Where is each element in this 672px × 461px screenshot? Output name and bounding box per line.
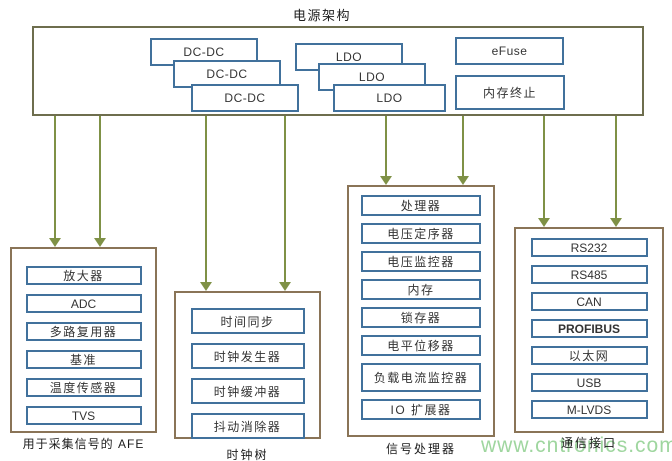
block-temperature-sensor: 温度传感器 — [25, 378, 142, 397]
block-processor: 处理器 — [361, 195, 481, 216]
diagram-title: 电源架构 — [292, 8, 351, 23]
arrow-to-afe-1 — [54, 116, 56, 238]
power-architecture-box — [32, 26, 644, 116]
arrow-to-signal-processor-2 — [462, 116, 464, 176]
block-multiplexer: 多路复用器 — [25, 322, 142, 341]
group-label-comm-interface: 通信接口 — [560, 436, 617, 450]
block-profibus: PROFIBUS — [530, 319, 648, 338]
arrow-to-comm-interface-2 — [615, 116, 617, 218]
group-label-clock-tree: 时钟树 — [226, 448, 269, 461]
block-ethernet: 以太网 — [530, 346, 648, 365]
block-io-expander: IO 扩展器 — [361, 399, 481, 420]
block-reference: 基准 — [25, 350, 142, 369]
memory-termination-block: 内存终止 — [455, 75, 565, 110]
watermark: www.cntronics.com — [481, 434, 672, 457]
block-jitter-cleaner: 抖动消除器 — [190, 413, 305, 439]
ldo-block-3: LDO — [333, 84, 446, 112]
block-voltage-sequencer: 电压定序器 — [361, 223, 481, 244]
group-comm-interface: RS232 RS485 CAN PROFIBUS 以太网 USB M-LVDS — [514, 227, 664, 433]
block-amplifier: 放大器 — [25, 266, 142, 285]
arrow-to-clock-tree-1 — [205, 116, 207, 282]
block-memory: 内存 — [361, 279, 481, 300]
group-signal-processor: 处理器 电压定序器 电压监控器 内存 锁存器 电平位移器 负载电流监控器 IO … — [347, 185, 495, 437]
block-clock-buffer: 时钟缓冲器 — [190, 378, 305, 404]
block-load-current-monitor: 负载电流监控器 — [361, 363, 481, 392]
block-latch: 锁存器 — [361, 307, 481, 328]
block-voltage-monitor: 电压监控器 — [361, 251, 481, 272]
arrow-to-signal-processor-1 — [385, 116, 387, 176]
block-level-shifter: 电平位移器 — [361, 335, 481, 356]
block-clock-generator: 时钟发生器 — [190, 343, 305, 369]
block-rs485: RS485 — [530, 265, 648, 284]
block-usb: USB — [530, 373, 648, 392]
group-clock-tree: 时间同步 时钟发生器 时钟缓冲器 抖动消除器 — [174, 291, 321, 439]
block-adc: ADC — [25, 294, 142, 313]
block-mlvds: M-LVDS — [530, 400, 648, 419]
arrow-to-afe-2 — [99, 116, 101, 238]
group-afe: 放大器 ADC 多路复用器 基准 温度传感器 TVS — [10, 247, 157, 433]
arrow-to-clock-tree-2 — [284, 116, 286, 282]
block-tvs: TVS — [25, 406, 142, 425]
dcdc-block-3: DC-DC — [191, 84, 299, 112]
block-time-sync: 时间同步 — [190, 308, 305, 334]
efuse-block: eFuse — [455, 37, 564, 65]
block-rs232: RS232 — [530, 238, 648, 257]
block-can: CAN — [530, 292, 648, 311]
arrow-to-comm-interface-1 — [543, 116, 545, 218]
group-label-signal-processor: 信号处理器 — [385, 442, 456, 456]
group-label-afe: 用于采集信号的 AFE — [22, 437, 145, 451]
